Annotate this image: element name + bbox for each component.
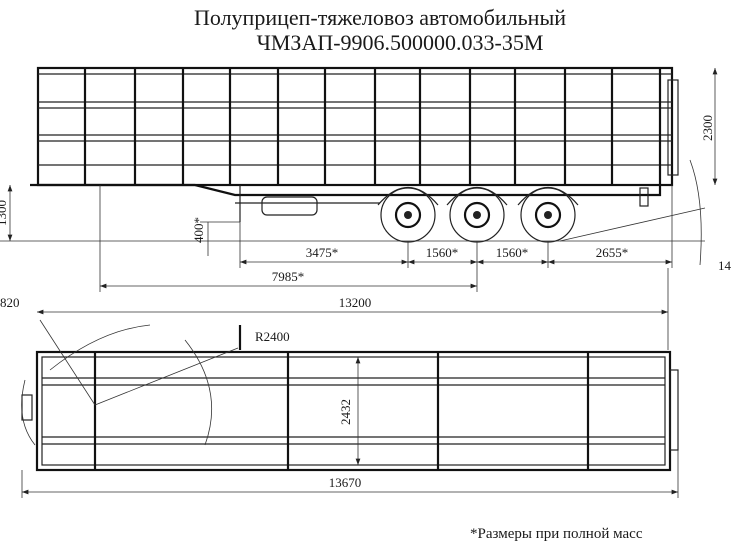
cargo-body <box>36 66 674 187</box>
dim-2432: 2432 <box>338 399 353 425</box>
dim-7985: 7985* <box>272 269 305 284</box>
dim-1560-a: 1560* <box>426 245 459 260</box>
dim-1300: 1300 <box>0 200 9 226</box>
title-line1: Полуприцеп-тяжеловоз автомобильный <box>194 5 566 30</box>
dim-13200: 13200 <box>339 295 372 310</box>
dim-angle-partial: 14 <box>718 258 732 273</box>
side-view: 2300 1300 400* 3475* 1560* 1560* 2655* 7… <box>0 66 732 350</box>
dim-1560-b: 1560* <box>496 245 529 260</box>
dim-2300: 2300 <box>700 115 715 141</box>
dim-13670: 13670 <box>329 475 362 490</box>
dim-820: 820 <box>0 295 20 310</box>
dim-3475: 3475* <box>306 245 339 260</box>
dim-2655: 2655* <box>596 245 629 260</box>
platform-outline <box>35 350 672 472</box>
dim-400: 400* <box>191 217 206 243</box>
title-line2: ЧМЗАП-9906.500000.033-35М <box>257 30 544 55</box>
dim-r2400: R2400 <box>255 329 290 344</box>
top-view: 820 R2400 2432 13670 <box>0 295 679 498</box>
wheels <box>377 186 579 243</box>
footnote: *Размеры при полной масс <box>470 526 643 542</box>
